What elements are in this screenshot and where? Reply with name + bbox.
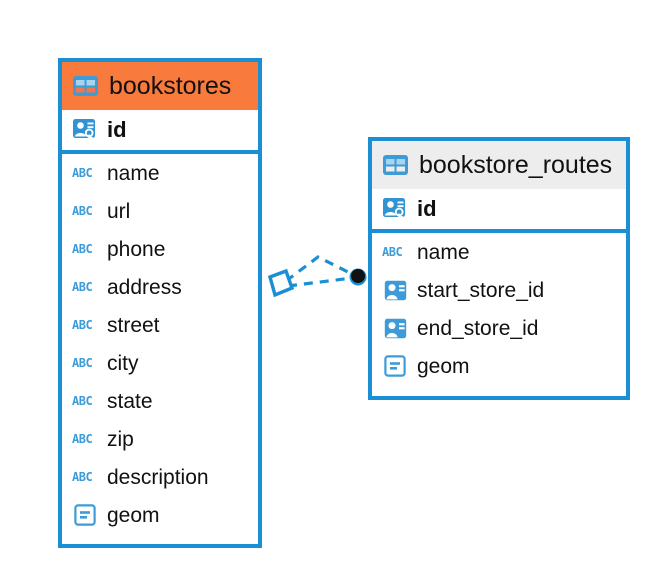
field-label-end-store-id: end_store_id [417, 316, 539, 340]
field-row-routes-name[interactable]: ABC name [372, 233, 626, 271]
foreign-key-icon [382, 318, 408, 339]
field-list-bookstore-routes: ABC name start_store_id [372, 233, 626, 385]
field-row-description[interactable]: ABC description [62, 458, 258, 496]
field-row-address[interactable]: ABC address [62, 268, 258, 306]
field-label-routes-geom: geom [417, 354, 470, 378]
field-label-routes-name: name [417, 240, 470, 264]
abc-text-icon: ABC [72, 356, 93, 370]
field-label-city: city [107, 351, 139, 375]
field-label-start-store-id: start_store_id [417, 278, 545, 302]
field-label-street: street [107, 313, 160, 337]
geometry-icon [72, 504, 98, 526]
table-grid-icon [72, 75, 99, 97]
field-label-phone: phone [107, 237, 166, 261]
primary-key-icon [382, 196, 408, 222]
field-row-phone[interactable]: ABC phone [62, 230, 258, 268]
abc-text-icon: ABC [382, 245, 403, 259]
field-row-zip[interactable]: ABC zip [62, 420, 258, 458]
relationship-circle-marker [349, 268, 367, 286]
field-row-geom[interactable]: geom [62, 496, 258, 534]
abc-text-icon: ABC [72, 242, 93, 256]
field-label-routes-id: id [417, 196, 437, 221]
field-row-bookstores-id[interactable]: id [62, 110, 258, 154]
field-label-bookstores-id: id [107, 117, 127, 142]
field-row-state[interactable]: ABC state [62, 382, 258, 420]
primary-key-icon [72, 117, 98, 143]
field-label-address: address [107, 275, 182, 299]
field-row-name[interactable]: ABC name [62, 154, 258, 192]
abc-text-icon: ABC [72, 470, 93, 484]
field-row-url[interactable]: ABC url [62, 192, 258, 230]
abc-text-icon: ABC [72, 432, 93, 446]
abc-text-icon: ABC [72, 280, 93, 294]
field-row-street[interactable]: ABC street [62, 306, 258, 344]
field-row-routes-geom[interactable]: geom [372, 347, 626, 385]
relationship-line-arc [285, 255, 353, 283]
field-label-name: name [107, 161, 160, 185]
entity-header-bookstores[interactable]: bookstores [62, 62, 258, 110]
abc-text-icon: ABC [72, 318, 93, 332]
table-grid-icon [382, 154, 409, 176]
abc-text-icon: ABC [72, 166, 93, 180]
relationship-diamond-marker [267, 268, 295, 298]
geometry-icon [382, 355, 408, 377]
abc-text-icon: ABC [72, 394, 93, 408]
field-label-description: description [107, 465, 209, 489]
field-row-routes-id[interactable]: id [372, 189, 626, 233]
field-label-zip: zip [107, 427, 134, 451]
entity-title-bookstores: bookstores [109, 71, 232, 100]
field-row-city[interactable]: ABC city [62, 344, 258, 382]
entity-header-bookstore-routes[interactable]: bookstore_routes [372, 141, 626, 189]
entity-bookstore-routes[interactable]: bookstore_routes id ABC name [368, 137, 630, 400]
relationship-circle-core [351, 269, 365, 283]
field-label-geom: geom [107, 503, 160, 527]
abc-text-icon: ABC [72, 204, 93, 218]
field-row-start-store-id[interactable]: start_store_id [372, 271, 626, 309]
relationship-line-straight [287, 276, 353, 288]
field-label-url: url [107, 199, 131, 223]
foreign-key-icon [382, 280, 408, 301]
field-label-state: state [107, 389, 153, 413]
field-list-bookstores: ABC name ABC url ABC phone ABC address A… [62, 154, 258, 534]
entity-bookstores[interactable]: bookstores id ABC name [58, 58, 262, 548]
entity-title-bookstore-routes: bookstore_routes [419, 150, 613, 179]
field-row-end-store-id[interactable]: end_store_id [372, 309, 626, 347]
